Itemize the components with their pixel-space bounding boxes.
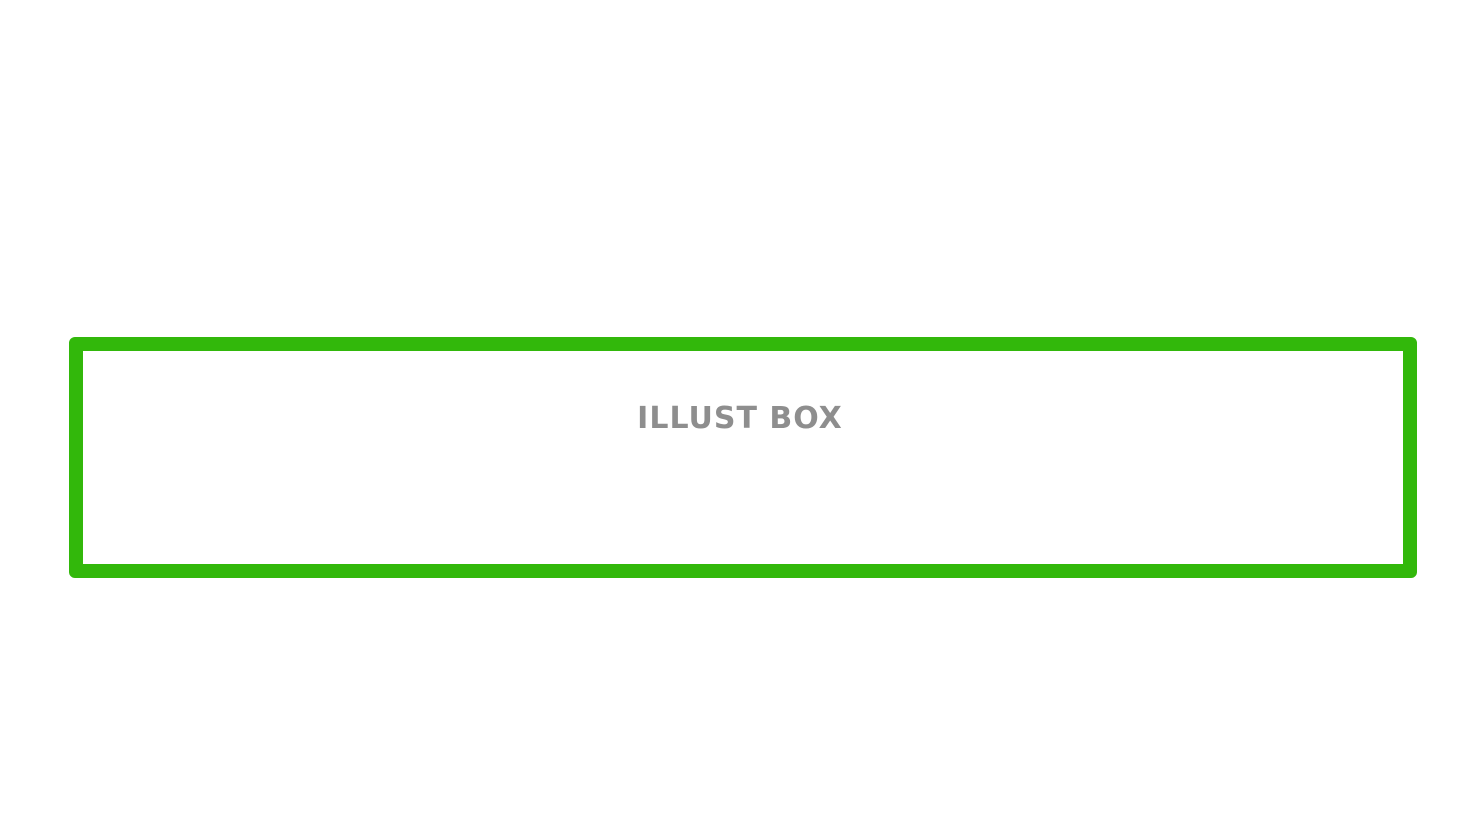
watermark-text: ILLUST BOX bbox=[637, 401, 843, 436]
green-outline-frame bbox=[69, 337, 1417, 578]
